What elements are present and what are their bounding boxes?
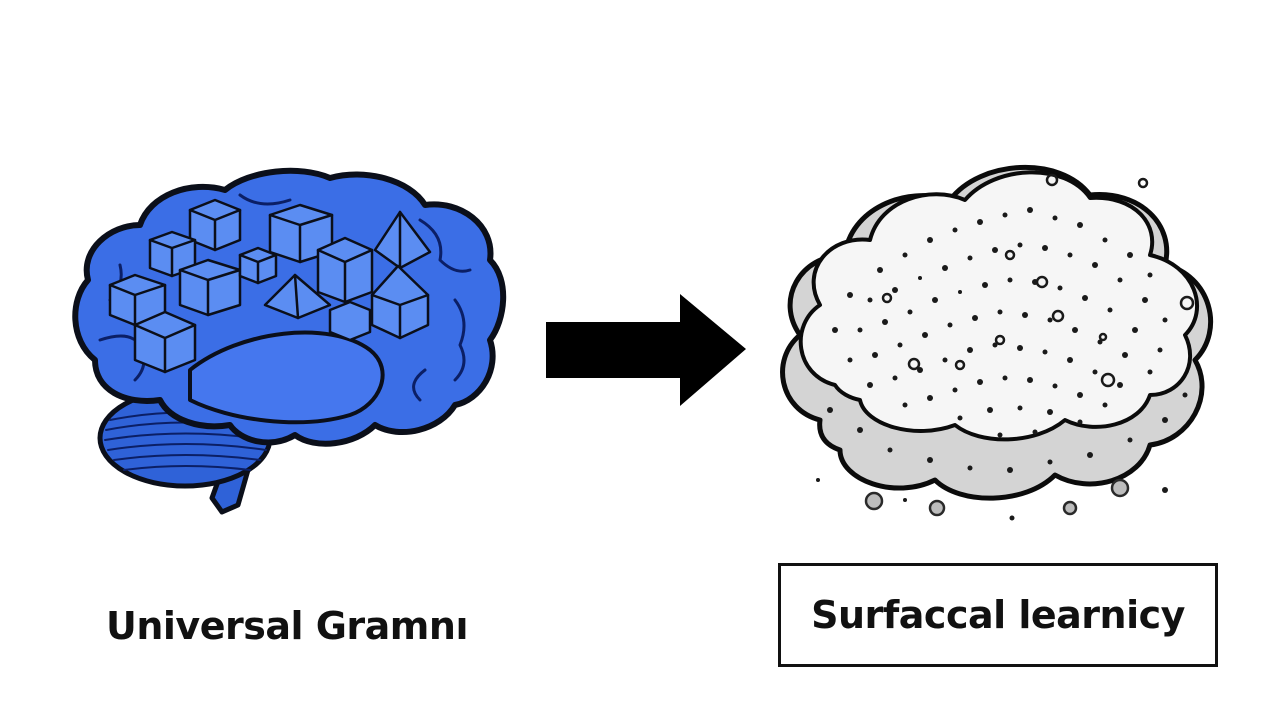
surface-learning-label-box: Surfaccal learnicy [778, 563, 1218, 667]
surface-learning-label: Surfaccal learnicy [811, 593, 1185, 637]
brain-with-cubes-icon [72, 167, 507, 515]
universal-grammar-label: Universal Gramnı [106, 604, 468, 648]
right-arrow-icon [546, 294, 746, 406]
dotted-cloud-icon [780, 165, 1213, 521]
